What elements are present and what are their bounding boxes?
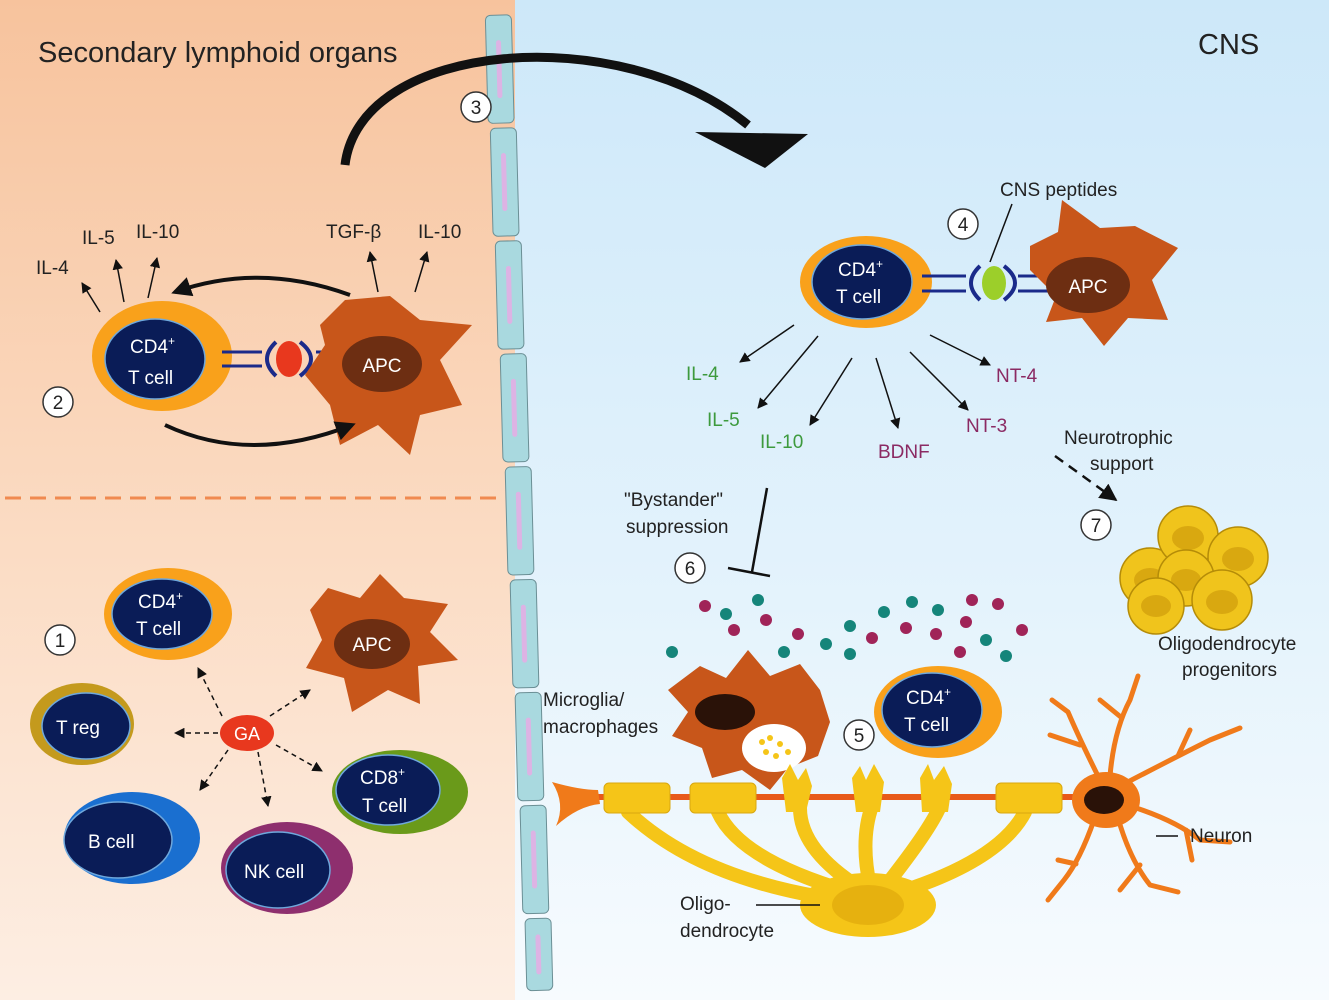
cns-peptides-label: CNS peptides (1000, 180, 1117, 201)
opc-label-1: Oligodendrocyte (1158, 634, 1296, 655)
cns-nt3: NT-3 (966, 416, 1007, 437)
step-3: 3 (471, 98, 482, 119)
cytokine-tgfb: TGF-β (326, 222, 381, 243)
neuron-dendrites (1045, 673, 1243, 903)
step6-bystander-suppression: "Bystander" suppression (624, 487, 1028, 662)
step-5: 5 (854, 726, 865, 747)
cns-title: CNS (1198, 29, 1259, 61)
cytokine-il10: IL-10 (136, 222, 179, 243)
svg-text:CD4+: CD4+ (138, 589, 183, 613)
svg-text:"Bystander": "Bystander" (624, 490, 723, 511)
blood-brain-barrier (484, 14, 554, 992)
svg-text:T cell: T cell (904, 715, 949, 736)
inflammatory-mediators (666, 594, 1028, 662)
cytokine-il4: IL-4 (36, 258, 69, 279)
ga-label: GA (234, 724, 260, 744)
svg-text:CD8+: CD8+ (360, 765, 405, 789)
svg-text:CD4+: CD4+ (838, 257, 883, 281)
apc-label: APC (362, 356, 401, 377)
step-4: 4 (958, 215, 969, 236)
cytokine-il10-apc: IL-10 (418, 222, 461, 243)
step-6: 6 (685, 559, 696, 580)
step-2: 2 (53, 393, 64, 414)
svg-text:CD4+: CD4+ (906, 685, 951, 709)
opc-label-2: progenitors (1182, 660, 1277, 681)
cns-il4: IL-4 (686, 364, 719, 385)
svg-text:CD4+: CD4+ (130, 334, 175, 358)
lymphoid-title: Secondary lymphoid organs (38, 37, 397, 69)
cns-bdnf: BDNF (878, 442, 930, 463)
cns-il5: IL-5 (707, 410, 740, 431)
cytokine-il5: IL-5 (82, 228, 115, 249)
treg-label: T reg (56, 718, 100, 739)
bcell-label: B cell (88, 832, 134, 853)
cns-il10: IL-10 (760, 432, 803, 453)
apc-core (342, 336, 422, 392)
step5-cns-cells: Microglia/ macrophages CD4+ T cell (543, 650, 1002, 790)
step-1: 1 (55, 631, 66, 652)
migration-arrow (340, 52, 751, 166)
svg-text:T cell: T cell (836, 287, 881, 308)
microglia-label-2: macrophages (543, 717, 658, 738)
svg-text:T cell: T cell (362, 796, 407, 817)
svg-text:support: support (1090, 454, 1154, 475)
cns-peptide (982, 266, 1006, 300)
nkcell-label: NK cell (244, 862, 304, 883)
tcell-label: T cell (128, 368, 173, 389)
neuron-axon-complex: Oligo- dendrocyte Neuron (552, 673, 1252, 942)
svg-text:APC: APC (1068, 277, 1107, 298)
microglia-label-1: Microglia/ (543, 690, 625, 711)
step1-ga-targets: CD4+ T cell APC T reg GA CD8+ T cell B c… (30, 568, 468, 914)
step2-tcell-apc: CD4+ T cell APC IL-4 IL-5 IL-10 TGF-β IL… (36, 222, 472, 455)
step4-cns-reactivation: CD4+ T cell CNS peptides APC IL-4 IL-5 I… (686, 180, 1178, 463)
antigen-peptide (276, 341, 302, 377)
cns-nt4: NT-4 (996, 366, 1038, 387)
step-markers: 1 2 3 4 5 6 7 (42, 91, 1112, 751)
oligo-label-2: dendrocyte (680, 921, 774, 942)
cd4-tcell-core (104, 318, 206, 400)
neuron-label: Neuron (1190, 826, 1252, 847)
svg-text:APC: APC (352, 635, 391, 656)
oligo-label-1: Oligo- (680, 894, 731, 915)
svg-text:T cell: T cell (136, 619, 181, 640)
svg-text:Neurotrophic: Neurotrophic (1064, 428, 1173, 449)
step7-neurotrophic-support: Neurotrophic support Oligodendrocyte pro… (1054, 428, 1296, 681)
svg-text:suppression: suppression (626, 517, 728, 538)
migration-arrowhead (695, 132, 808, 168)
oligodendrocyte-progenitors (1119, 505, 1269, 635)
ga-molecule (220, 715, 274, 751)
step-7: 7 (1091, 516, 1102, 537)
